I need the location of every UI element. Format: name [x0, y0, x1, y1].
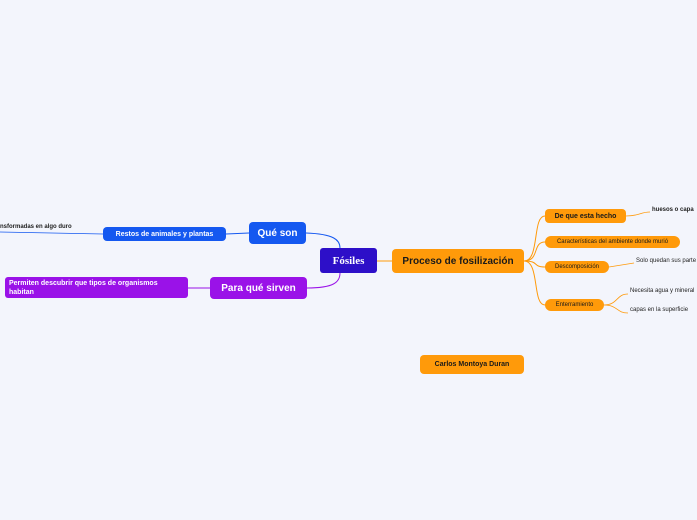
- subtopic-restos[interactable]: Restos de animales y plantas: [103, 227, 226, 241]
- leaf-que-son-label: nsformadas en algo duro: [0, 224, 72, 230]
- subtopic-restos-label: Restos de animales y plantas: [115, 230, 214, 238]
- central-topic-node[interactable]: Fósiles: [320, 248, 377, 273]
- central-topic-label: Fósiles: [332, 254, 365, 267]
- topic-que-son-label: Qué son: [257, 227, 298, 239]
- leaf-capas-label: capas en la superficie: [630, 307, 689, 313]
- topic-proceso-label: Proceso de fosilización: [402, 255, 514, 267]
- leaf-necesita-agua[interactable]: Necesita agua y mineral: [630, 288, 694, 294]
- subtopic-descomposicion-label: Descomposición: [554, 264, 600, 270]
- subtopic-de-que-label: De que esta hecho: [554, 212, 617, 220]
- subtopic-caracteristicas[interactable]: Características del ambiente donde murió: [545, 236, 680, 248]
- subtopic-de-que-esta-hecho[interactable]: De que esta hecho: [545, 209, 626, 223]
- subtopic-caracteristicas-label: Características del ambiente donde murió: [556, 239, 669, 245]
- topic-proceso-fosilizacion[interactable]: Proceso de fosilización: [392, 249, 524, 273]
- leaf-capas[interactable]: capas en la superficie: [630, 307, 688, 313]
- topic-para-que-label: Para qué sirven: [221, 282, 296, 294]
- leaf-huesos[interactable]: huesos o capa: [652, 207, 694, 213]
- topic-que-son[interactable]: Qué son: [249, 222, 306, 244]
- topic-para-que-sirven[interactable]: Para qué sirven: [210, 277, 307, 299]
- subtopic-descomposicion[interactable]: Descomposición: [545, 261, 609, 273]
- leaf-huesos-label: huesos o capa: [652, 207, 694, 213]
- leaf-solo-quedan[interactable]: Solo quedan sus parte: [636, 258, 696, 264]
- floating-topic-author[interactable]: Carlos Montoya Duran: [420, 355, 524, 374]
- subtopic-permiten[interactable]: Permiten descubrir que tipos de organism…: [5, 277, 188, 298]
- subtopic-enterramiento-label: Enterramiento: [555, 302, 594, 308]
- floating-topic-label: Carlos Montoya Duran: [434, 361, 510, 368]
- subtopic-permiten-label: Permiten descubrir que tipos de organism…: [9, 279, 158, 296]
- subtopic-enterramiento[interactable]: Enterramiento: [545, 299, 604, 311]
- leaf-necesita-agua-label: Necesita agua y mineral: [630, 288, 695, 294]
- leaf-que-son[interactable]: nsformadas en algo duro: [0, 224, 72, 230]
- leaf-solo-quedan-label: Solo quedan sus parte: [636, 258, 697, 264]
